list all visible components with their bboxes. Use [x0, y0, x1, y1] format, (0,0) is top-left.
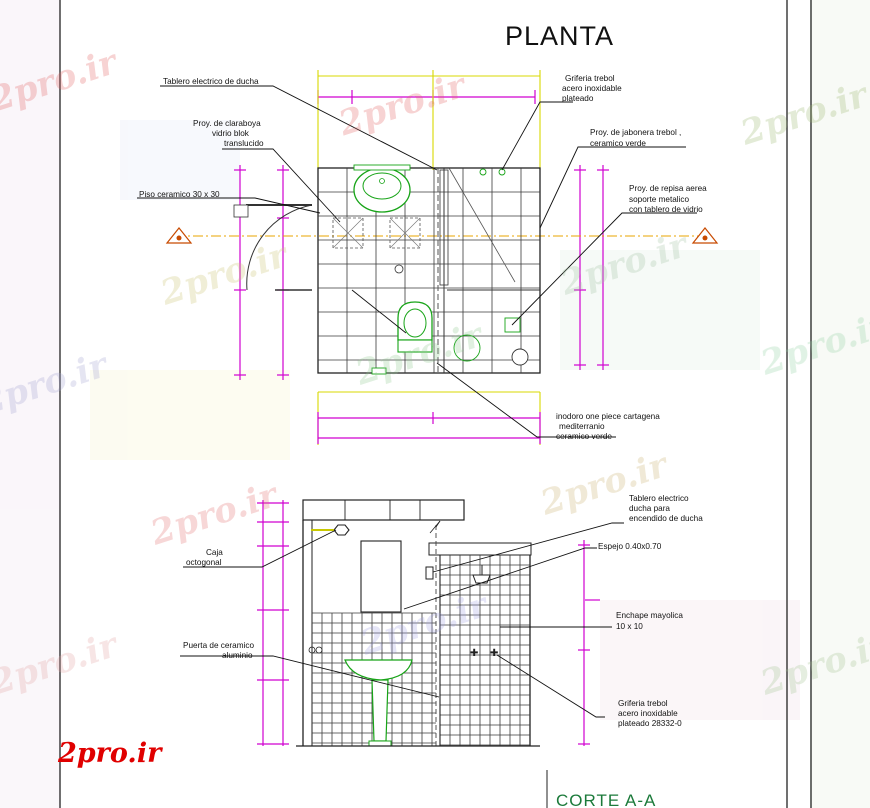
- plan-label: plateado: [562, 94, 594, 103]
- plan-fixtures: [353, 164, 506, 362]
- plan-label: Proy. de claraboya: [193, 119, 261, 128]
- plan-label: mediterranio: [559, 422, 605, 431]
- section-label: Puerta de ceramico: [183, 641, 254, 650]
- waste-bin-icon: [453, 334, 481, 362]
- section-label: octogonal: [186, 558, 222, 567]
- mirror: [360, 540, 402, 613]
- plan-label: ceramico verde: [590, 139, 646, 148]
- octagonal-box-icon: [333, 524, 350, 536]
- section-label: ducha para: [629, 504, 670, 513]
- toilet-icon: [397, 301, 433, 341]
- sink-icon: [353, 167, 411, 213]
- section-labels: Tablero electrico ducha para encendido d…: [183, 494, 703, 728]
- plan-dimensions: [234, 70, 609, 445]
- section-label: Caja: [206, 548, 223, 557]
- section-label: aluminio: [222, 651, 253, 660]
- section-leaders: [180, 522, 624, 718]
- plan-label: soporte metalico: [629, 195, 690, 204]
- plan-title: PLANTA: [505, 21, 614, 51]
- electric-panel-icon: [425, 566, 434, 580]
- plan-label: translucido: [224, 139, 264, 148]
- section-label: 10 x 10: [616, 622, 643, 631]
- plan-label: Piso ceramico 30 x 30: [139, 190, 220, 199]
- watermark: 2pro.ir: [333, 65, 472, 144]
- plan-label: ceramico verde: [556, 432, 612, 441]
- plan-label: Proy. de repisa aerea: [629, 184, 707, 193]
- section-title: CORTE A-A: [556, 791, 656, 808]
- plan-label: Proy. de jabonera trebol ,: [590, 128, 681, 137]
- plan-label: con tablero de vidrio: [629, 205, 703, 214]
- site-logo: 2pro.ir: [57, 738, 163, 769]
- section-label: encendido de ducha: [629, 514, 703, 523]
- plan-leaders: [137, 85, 697, 438]
- section-label: acero inoxidable: [618, 709, 678, 718]
- plan-label: inodoro one piece cartagena: [556, 412, 660, 421]
- plan-label: vidrio blok: [212, 129, 250, 138]
- section-dimensions: [257, 500, 600, 746]
- shower-head-icon: [472, 574, 491, 584]
- tap-icon: [479, 168, 487, 176]
- section-label: Enchape mayolica: [616, 611, 683, 620]
- plan-labels: Tablero electrico de ducha Proy. de clar…: [139, 74, 707, 441]
- section-label: Griferia trebol: [618, 699, 668, 708]
- tap-icon: ✚: [470, 648, 478, 659]
- plan-label: acero inoxidable: [562, 84, 622, 93]
- plan-label: Tablero electrico de ducha: [163, 77, 259, 86]
- plan-label: Griferia trebol: [565, 74, 615, 83]
- tap-icon: ✚: [490, 648, 498, 659]
- section-label: Tablero electrico: [629, 494, 689, 503]
- watermark: 2pro.ir: [155, 235, 294, 314]
- section-label: Espejo 0.40x0.70: [598, 542, 662, 551]
- section-label: plateado 28332-0: [618, 719, 682, 728]
